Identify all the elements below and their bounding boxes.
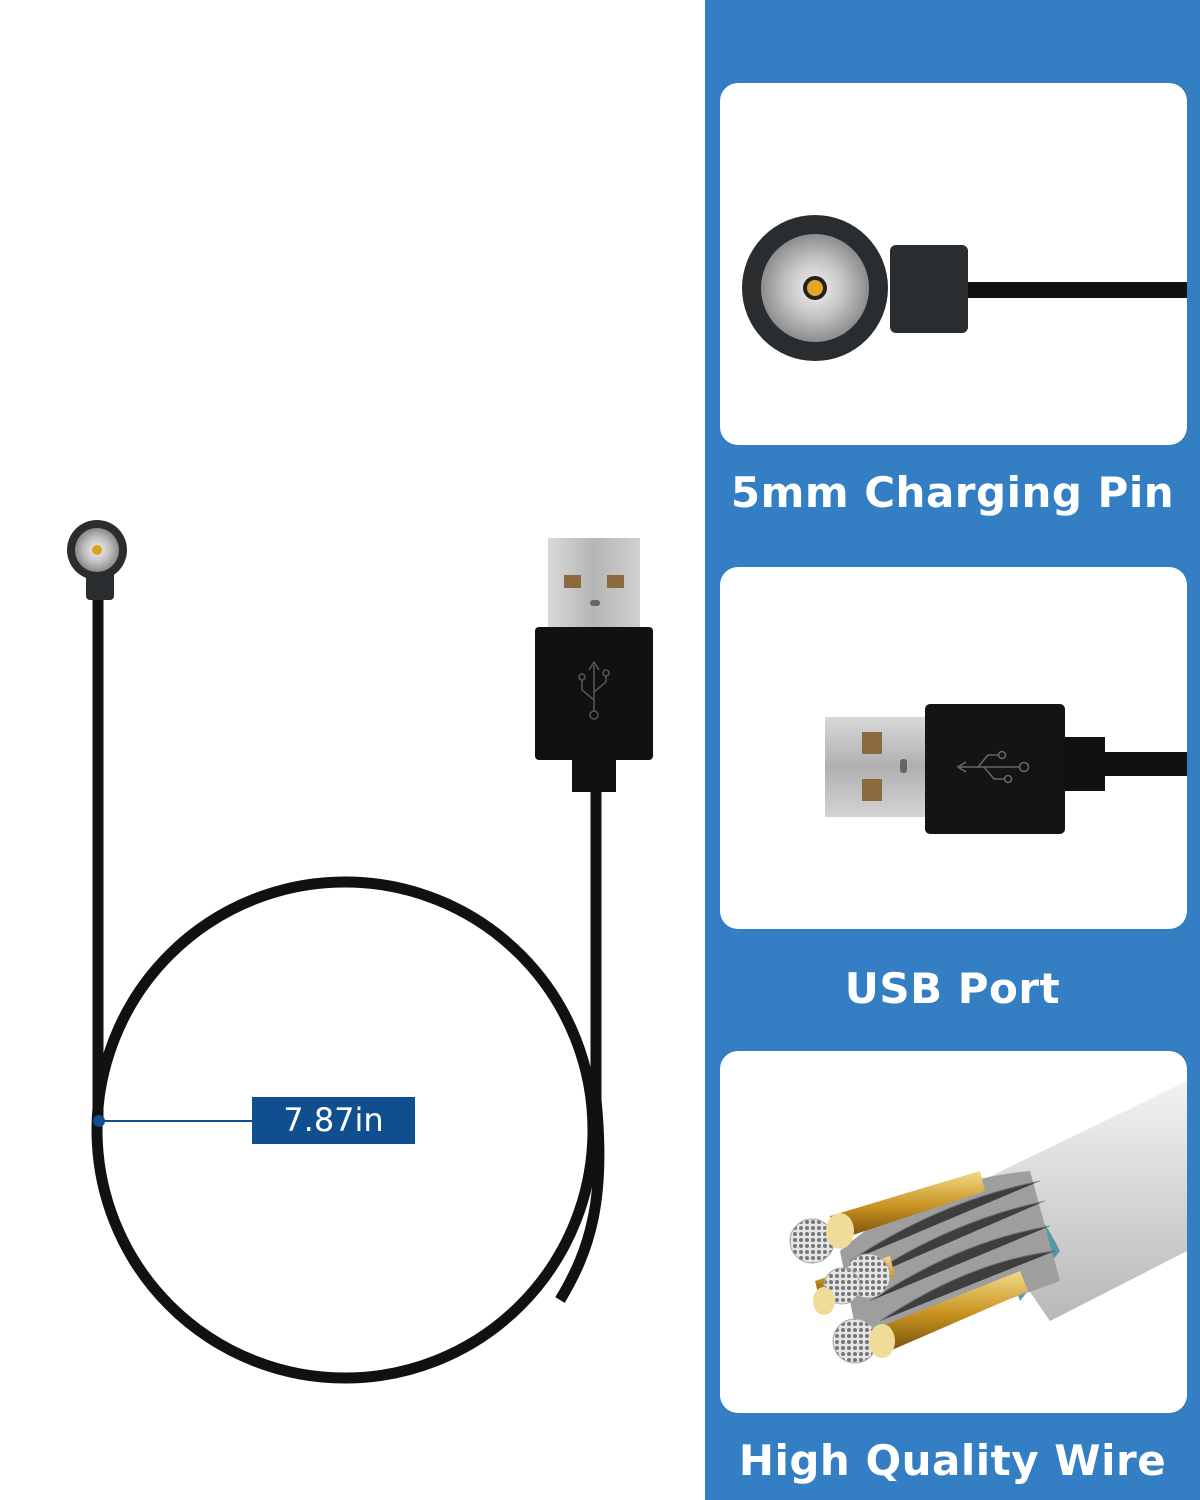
usb-connector-icon xyxy=(825,704,1187,834)
wire-quality-caption: High Quality Wire xyxy=(738,1436,1167,1485)
charging-pin-icon xyxy=(742,215,1187,361)
usb-port-card xyxy=(720,567,1187,929)
cable-length-label: 7.87in xyxy=(252,1097,415,1144)
feature-panel: 5mm Charging Pin xyxy=(705,0,1200,1500)
wire-quality-card xyxy=(720,1051,1187,1413)
charging-pin-card xyxy=(720,83,1187,445)
wire-cross-section-icon xyxy=(789,1081,1187,1364)
usb-plug-metal xyxy=(548,538,640,630)
cable-illustration xyxy=(67,520,653,1384)
charging-pin-caption: 5mm Charging Pin xyxy=(730,468,1175,517)
product-image-area: 7.87in xyxy=(67,520,653,1384)
usb-port-caption: USB Port xyxy=(844,964,1061,1013)
